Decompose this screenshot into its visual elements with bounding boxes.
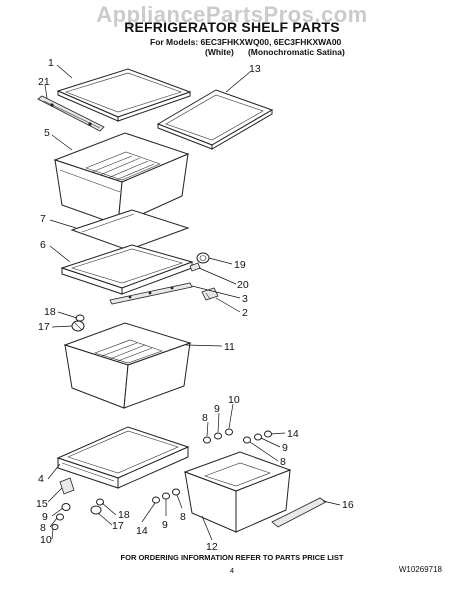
callout-5: 5	[44, 127, 50, 139]
callout-18: 18	[44, 306, 56, 318]
variants-line: (White) (Monochromatic Satina)	[205, 47, 345, 57]
page-title: REFRIGERATOR SHELF PARTS	[124, 19, 340, 35]
part-3-cover-rail	[109, 282, 193, 305]
callout-9-top: 9	[214, 403, 220, 415]
callout-6: 6	[40, 239, 46, 251]
callout-9-right: 9	[282, 442, 288, 454]
part-19-knob	[196, 252, 210, 264]
callout-11: 11	[224, 341, 235, 353]
callout-9-bottom: 9	[162, 519, 168, 531]
callout-15: 15	[36, 498, 48, 510]
callout-12: 12	[206, 541, 218, 553]
callout-20: 20	[237, 279, 249, 291]
footer-note: FOR ORDERING INFORMATION REFER TO PARTS …	[120, 553, 344, 562]
models-line: For Models: 6EC3FHKXWQ00, 6EC3FHKXWA00	[150, 37, 342, 47]
callout-18-bottom: 18	[118, 509, 130, 521]
part-12-pantry-drawer	[183, 451, 292, 533]
callout-13: 13	[249, 63, 261, 75]
callout-19: 19	[234, 259, 246, 271]
callout-21: 21	[38, 76, 50, 88]
part-15-bracket	[59, 477, 75, 495]
callout-8-top: 8	[202, 412, 208, 424]
callout-2: 2	[242, 307, 248, 319]
part-6-crisper-cover-frame	[60, 244, 194, 295]
callout-17-bottom: 17	[112, 520, 124, 532]
callout-4: 4	[38, 473, 44, 485]
part-11-crisper-drawer	[63, 322, 192, 409]
leader-lines	[44, 64, 341, 541]
document-number: W10269718	[398, 565, 442, 574]
page-number: 4	[229, 566, 235, 575]
callout-14-right: 14	[287, 428, 299, 440]
callout-1: 1	[48, 57, 54, 69]
callout-3: 3	[242, 293, 248, 305]
callout-17: 17	[38, 321, 50, 333]
part-20-slider	[189, 262, 201, 272]
callout-10-top: 10	[228, 394, 240, 406]
callout-9-left: 9	[42, 511, 48, 523]
hardware-middle	[152, 428, 272, 504]
callout-10-left: 10	[40, 534, 52, 546]
hardware-left	[51, 498, 104, 531]
part-2-clip	[201, 287, 219, 301]
callout-8-bottom: 8	[180, 511, 186, 523]
part-21-shelf-rail	[37, 95, 105, 132]
part-1-glass-shelf	[56, 68, 192, 122]
callout-7: 7	[40, 213, 46, 225]
callout-16: 16	[342, 499, 354, 511]
callout-8-left: 8	[40, 522, 46, 534]
part-4-drawer-cover	[56, 426, 190, 489]
callouts: 1 21 13 5 7 6 19 20 3 2 18 17 11 8 9 10 …	[36, 57, 354, 553]
part-7-glass-panel	[70, 209, 190, 251]
part-5-crisper-drawer	[53, 132, 190, 226]
callout-14-bottom: 14	[136, 525, 148, 537]
callout-8-right: 8	[280, 456, 286, 468]
part-17-18-control-knob	[71, 314, 85, 332]
part-13-glass-shelf	[156, 89, 274, 150]
watermark: AppliancePartsPros.com	[96, 2, 368, 27]
